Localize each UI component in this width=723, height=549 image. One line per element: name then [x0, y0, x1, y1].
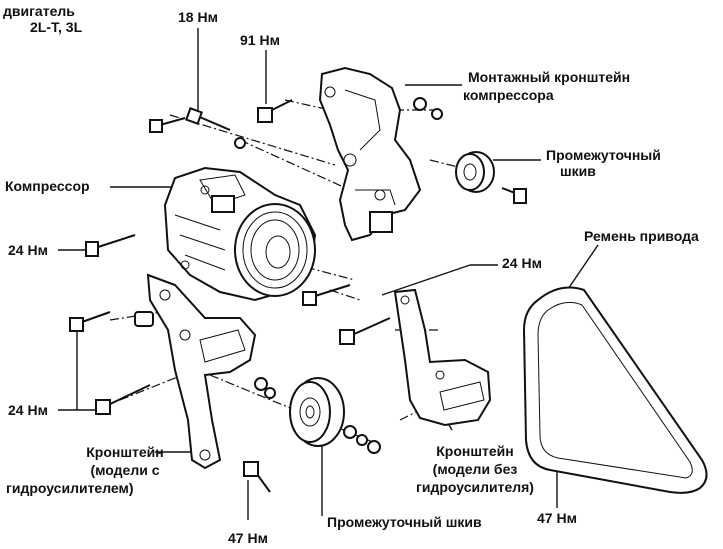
torque-18nm: 18 Нм	[178, 9, 218, 25]
bolt-18nm	[185, 107, 231, 131]
washers-top	[234, 97, 443, 149]
label-bracket-nops-line1: Кронштейн	[436, 443, 514, 459]
torque-24nm-left-lower: 24 Нм	[8, 402, 48, 418]
label-bracket-nops-line3: гидроусилителя)	[416, 479, 534, 495]
label-bracket-ps-line2: (модели с	[90, 462, 160, 478]
label-bracket-nops-line2: (модели без	[432, 461, 518, 477]
label-compressor: Компрессор	[5, 178, 90, 194]
idler-pulley-bottom	[289, 377, 345, 447]
bolt-compressor-right	[302, 284, 351, 306]
bracket-with-power-steering	[146, 273, 257, 470]
bracket-without-power-steering	[393, 288, 492, 427]
bolt-91nm	[257, 99, 293, 123]
label-idler-top-line1: Промежуточный	[546, 147, 661, 163]
torque-24nm-left: 24 Нм	[8, 242, 48, 258]
bolt-left-top	[149, 117, 186, 133]
torque-47nm-right: 47 Нм	[537, 510, 577, 526]
bolt-24nm-lower	[95, 384, 151, 415]
bolt-24nm-compressor	[85, 234, 136, 257]
label-idler-bottom: Промежуточный шкив	[327, 514, 482, 530]
bolt-47nm-left	[243, 461, 271, 493]
drive-belt	[522, 286, 708, 494]
washers-bottom	[254, 377, 381, 454]
bolt-idler-top	[501, 187, 527, 204]
torque-47nm-left: 47 Нм	[228, 530, 268, 546]
idler-pulley-top	[455, 151, 495, 193]
label-mount-bracket-line2: компрессора	[463, 87, 554, 103]
ac-compressor	[163, 166, 317, 302]
label-bracket-ps-line3: гидроусилителем)	[6, 480, 134, 496]
torque-91nm: 91 Нм	[240, 32, 280, 48]
bolt-24nm-right	[339, 317, 391, 345]
compressor-mounting-bracket	[318, 66, 422, 242]
label-drive-belt: Ремень привода	[584, 228, 699, 244]
torque-24nm-right: 24 Нм	[502, 255, 542, 271]
bolt-left-upper	[69, 311, 111, 332]
engine-title-line2: 2L-T, 3L	[30, 19, 83, 35]
label-mount-bracket-line1: Монтажный кронштейн	[468, 69, 631, 85]
label-idler-top-line2: шкив	[560, 163, 596, 179]
engine-title-line1: двигатель	[3, 3, 75, 19]
label-bracket-ps-line1: Кронштейн	[86, 444, 164, 460]
bolt-small-pin	[134, 311, 154, 327]
